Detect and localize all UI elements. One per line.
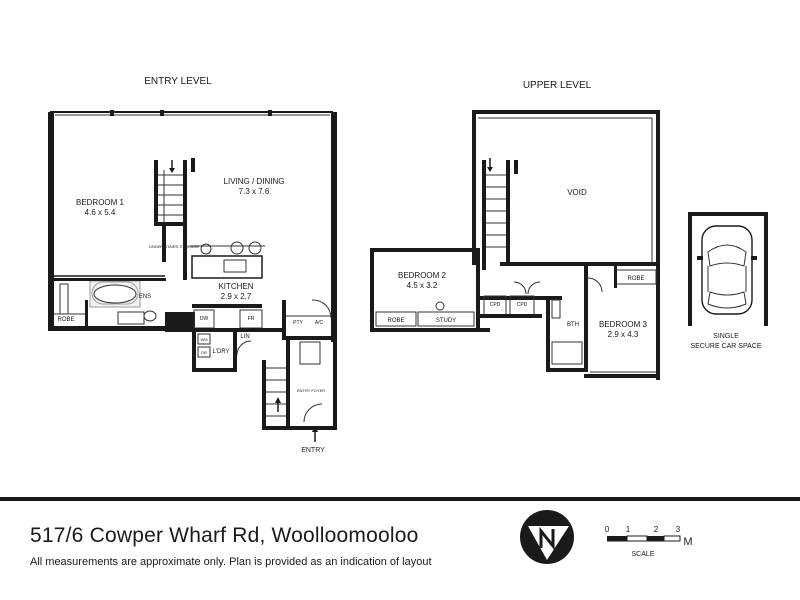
living-label: LIVING / DINING [224,177,285,186]
ldry-label: L'DRY [212,349,229,355]
scale-tick-3: 3 [676,525,681,534]
under-stairs-label: UNDER STAIRS STORAGE [149,244,199,249]
bedroom3-label: BEDROOM 3 [599,320,648,329]
kitchen-label: KITCHEN [218,282,253,291]
dw-label: DW [200,316,209,322]
car-icon [697,225,757,315]
north-compass-icon [520,510,574,564]
entry-foyer-label: ENTRY FOYER [297,388,325,393]
car-line2: SECURE CAR SPACE [690,343,761,350]
robe-label-b2: ROBE [387,318,404,324]
disclaimer-text: All measurements are approximate only. P… [30,556,432,568]
robe-label-b3: ROBE [627,276,644,282]
study-label: STUDY [436,318,456,324]
ens-label: ENS [139,294,151,300]
car-space: SINGLE SECURE CAR SPACE [688,212,768,350]
scale-label: SCALE [632,551,655,558]
bedroom1-size: 4.6 x 5.4 [85,208,116,217]
pty-label: PTY [293,320,303,326]
cpd2-label: CPD [517,302,528,308]
void-label: VOID [567,188,587,197]
entry-level-heading: ENTRY LEVEL [144,76,212,87]
bedroom2-label: BEDROOM 2 [398,271,447,280]
cpd1-label: CPD [490,302,501,308]
upper-level-heading: UPPER LEVEL [523,80,592,91]
bedroom2-size: 4.5 x 3.2 [407,281,438,290]
bedroom3-size: 2.9 x 4.3 [608,330,639,339]
scale-tick-0: 0 [605,525,610,534]
wm-label: WM [200,337,207,342]
kitchen-size: 2.9 x 2.7 [221,292,252,301]
robe-label-b1: ROBE [57,317,74,323]
living-size: 7.3 x 7.6 [239,187,270,196]
scale-tick-1: 1 [626,525,631,534]
car-line1: SINGLE [713,333,739,340]
upper-level-plan: VOID BEDROOM 2 4.5 x 3.2 BEDROOM 3 2.9 x… [370,110,660,380]
dr-label: DR [201,350,207,355]
scale-unit: M [683,536,692,548]
footer-divider [0,497,800,501]
bth-label: BTH [567,322,579,328]
entry-label: ENTRY [301,447,325,454]
entry-level-plan: BEDROOM 1 4.6 x 5.4 LIVING / DINING 7.3 … [48,110,337,454]
lin-label: LIN [240,334,249,340]
ac-label: A/C [315,320,324,326]
scale-bar: 0 1 2 3 M SCALE [605,525,693,558]
bedroom1-label: BEDROOM 1 [76,198,125,207]
fr-label: FR [248,316,255,322]
scale-tick-2: 2 [654,525,659,534]
property-address: 517/6 Cowper Wharf Rd, Woolloomooloo [30,524,419,547]
